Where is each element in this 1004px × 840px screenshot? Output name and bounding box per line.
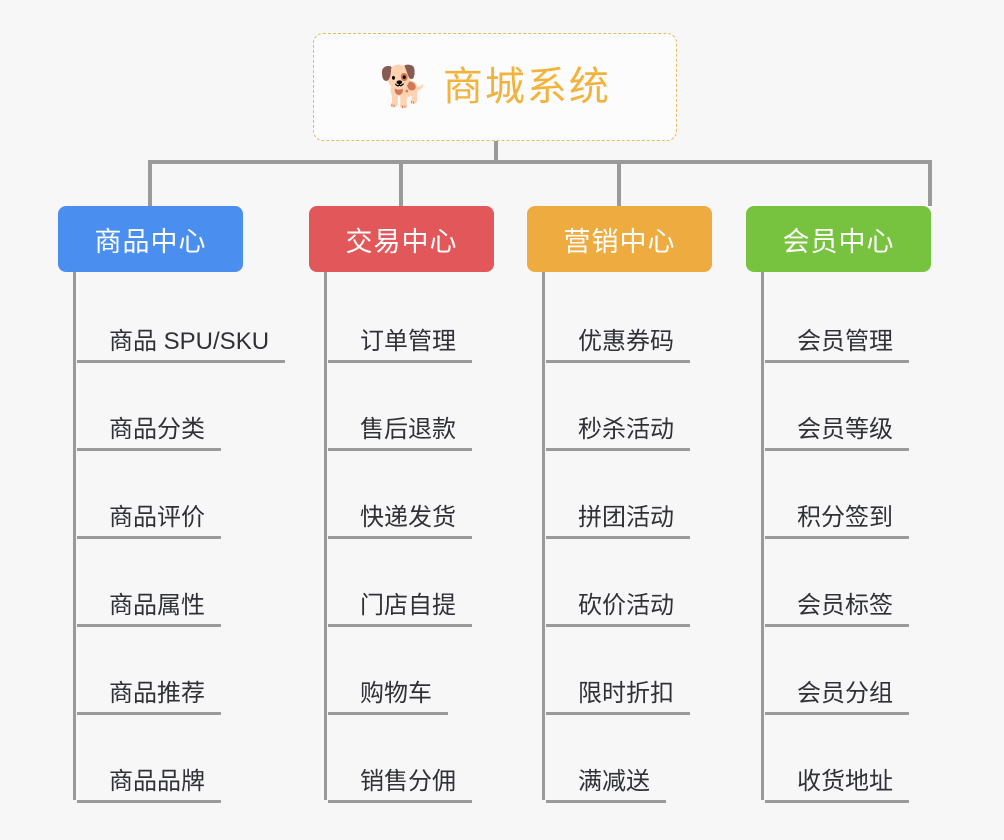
leaf-label: 商品评价 [77, 497, 221, 539]
leaf-item[interactable]: 商品评价 [77, 448, 303, 539]
connector-drop-4 [928, 160, 932, 206]
leaf-item[interactable]: 会员等级 [765, 360, 991, 451]
branch-spine-3: 优惠券码 秒杀活动 拼团活动 砍价活动 限时折扣 满减送 [542, 272, 772, 803]
category-header-2[interactable]: 交易中心 [309, 206, 494, 272]
leaf-item[interactable]: 优惠券码 [546, 272, 772, 363]
connector-drop-2 [399, 160, 403, 206]
branch-spine-4: 会员管理 会员等级 积分签到 会员标签 会员分组 收货地址 [761, 272, 991, 803]
branch-column-4: 会员中心 会员管理 会员等级 积分签到 会员标签 会员分组 收货地址 [746, 206, 991, 803]
leaf-label: 商品品牌 [77, 761, 221, 803]
category-header-3[interactable]: 营销中心 [527, 206, 712, 272]
leaf-item[interactable]: 快递发货 [328, 448, 554, 539]
leaf-item[interactable]: 满减送 [546, 712, 772, 803]
leaf-label: 会员等级 [765, 409, 909, 451]
connector-horizontal-bus [148, 160, 932, 164]
leaf-label: 拼团活动 [546, 497, 690, 539]
leaf-label: 会员分组 [765, 673, 909, 715]
leaf-item[interactable]: 商品品牌 [77, 712, 303, 803]
category-header-label: 商品中心 [94, 226, 207, 257]
leaf-label: 满减送 [546, 761, 666, 803]
leaf-label: 商品 SPU/SKU [76, 321, 286, 363]
leaf-label: 会员管理 [765, 321, 909, 363]
branch-spine-1: 商品 SPU/SKU 商品分类 商品评价 商品属性 商品推荐 商品品牌 [73, 272, 303, 803]
category-header-label: 营销中心 [563, 226, 676, 257]
leaf-item[interactable]: 拼团活动 [546, 448, 772, 539]
leaf-label: 售后退款 [328, 409, 472, 451]
branch-column-1: 商品中心 商品 SPU/SKU 商品分类 商品评价 商品属性 商品推荐 商品品牌 [58, 206, 303, 803]
leaf-item[interactable]: 订单管理 [328, 272, 554, 363]
leaf-label: 优惠券码 [546, 321, 690, 363]
leaf-item[interactable]: 商品推荐 [77, 624, 303, 715]
leaf-label: 门店自提 [328, 585, 472, 627]
connector-drop-3 [617, 160, 621, 206]
leaf-label: 订单管理 [328, 321, 472, 363]
leaf-label: 收货地址 [765, 761, 909, 803]
root-node[interactable]: 🐕 商城系统 [313, 33, 677, 141]
leaf-item[interactable]: 销售分佣 [328, 712, 554, 803]
leaf-label: 商品分类 [77, 409, 221, 451]
leaf-label: 销售分佣 [328, 761, 472, 803]
leaf-label: 砍价活动 [546, 585, 690, 627]
category-header-label: 会员中心 [782, 226, 895, 257]
leaf-label: 会员标签 [765, 585, 909, 627]
leaf-label: 购物车 [328, 673, 448, 715]
leaf-item[interactable]: 收货地址 [765, 712, 991, 803]
leaf-item[interactable]: 商品 SPU/SKU [76, 272, 303, 363]
leaf-item[interactable]: 秒杀活动 [546, 360, 772, 451]
leaf-label: 积分签到 [765, 497, 909, 539]
leaf-item[interactable]: 限时折扣 [546, 624, 772, 715]
leaf-item[interactable]: 门店自提 [328, 536, 554, 627]
leaf-item[interactable]: 会员分组 [765, 624, 991, 715]
leaf-label: 商品推荐 [77, 673, 221, 715]
category-header-label: 交易中心 [345, 226, 458, 257]
branch-spine-2: 订单管理 售后退款 快递发货 门店自提 购物车 销售分佣 [324, 272, 554, 803]
leaf-label: 秒杀活动 [546, 409, 690, 451]
leaf-item[interactable]: 商品属性 [77, 536, 303, 627]
leaf-item[interactable]: 商品分类 [77, 360, 303, 451]
leaf-label: 快递发货 [328, 497, 472, 539]
leaf-label: 商品属性 [77, 585, 221, 627]
leaf-label: 限时折扣 [546, 673, 690, 715]
connector-drop-1 [148, 160, 152, 206]
root-title: 商城系统 [442, 65, 611, 109]
leaf-item[interactable]: 砍价活动 [546, 536, 772, 627]
shiba-dog-emoji: 🐕 [379, 65, 429, 109]
category-header-1[interactable]: 商品中心 [58, 206, 243, 272]
leaf-item[interactable]: 会员标签 [765, 536, 991, 627]
leaf-item[interactable]: 售后退款 [328, 360, 554, 451]
leaf-item[interactable]: 购物车 [328, 624, 554, 715]
category-header-4[interactable]: 会员中心 [746, 206, 931, 272]
branch-column-3: 营销中心 优惠券码 秒杀活动 拼团活动 砍价活动 限时折扣 满减送 [527, 206, 772, 803]
leaf-item[interactable]: 会员管理 [765, 272, 991, 363]
connector-root-stub [494, 141, 498, 163]
branch-column-2: 交易中心 订单管理 售后退款 快递发货 门店自提 购物车 销售分佣 [309, 206, 554, 803]
leaf-item[interactable]: 积分签到 [765, 448, 991, 539]
